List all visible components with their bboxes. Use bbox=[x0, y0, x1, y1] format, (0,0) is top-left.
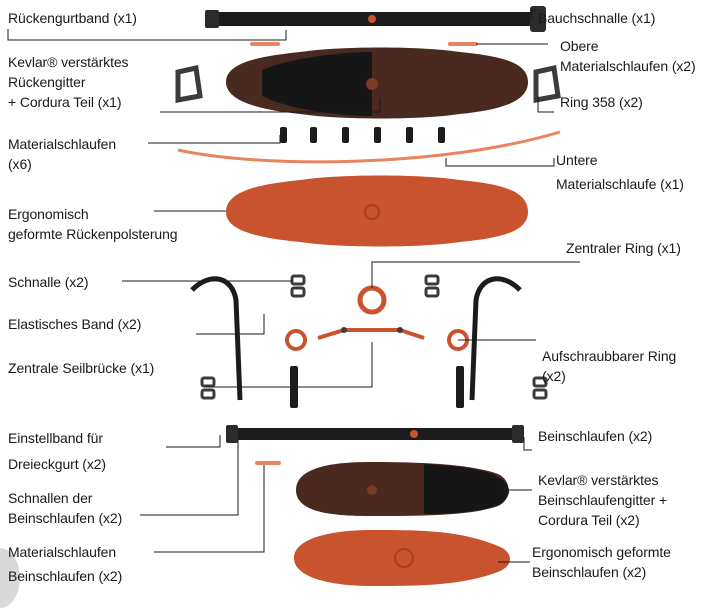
back-strap bbox=[205, 6, 546, 32]
label-central-ring: Zentraler Ring (x1) bbox=[566, 238, 681, 258]
label-back-padding: Ergonomisch geformte Rückenpolsterung bbox=[8, 204, 178, 244]
central-ring-icon bbox=[360, 288, 384, 312]
leg-material-loop bbox=[255, 461, 281, 465]
leg-buckle-icon bbox=[202, 378, 546, 398]
label-leg-material-loops: Materialschlaufen Beinschlaufen (x2) bbox=[8, 542, 122, 586]
kevlar-back-grid bbox=[226, 48, 528, 119]
label-material-loops: Materialschlaufen (x6) bbox=[8, 134, 116, 174]
label-ring-358: Ring 358 (x2) bbox=[560, 92, 643, 112]
label-leg-buckles: Schnallen der Beinschlaufen (x2) bbox=[8, 488, 122, 528]
label-kevlar-leg-grid: Kevlar® verstärktes Beinschlaufengitter … bbox=[538, 470, 667, 530]
label-leg-straps: Beinschlaufen (x2) bbox=[538, 426, 652, 446]
label-back-strap: Rückengurtband (x1) bbox=[8, 8, 137, 28]
ring-358-icon bbox=[536, 68, 558, 100]
label-elastic-band: Elastisches Band (x2) bbox=[8, 314, 141, 334]
screw-ring-icon bbox=[287, 331, 305, 349]
ring-358-icon bbox=[178, 68, 200, 100]
leg-strap bbox=[226, 425, 524, 443]
central-rope-bridge bbox=[318, 327, 424, 338]
label-buckle: Schnalle (x2) bbox=[8, 272, 88, 292]
label-leg-padding: Ergonomisch geformte Beinschlaufen (x2) bbox=[532, 542, 671, 582]
short-strap bbox=[456, 366, 464, 408]
label-kevlar-back-grid: Kevlar® verstärktes Rückengitter + Cordu… bbox=[8, 52, 128, 112]
label-upper-material-loops: Obere Materialschlaufen (x2) bbox=[560, 36, 696, 76]
label-adjustment-strap: Einstellband für Dreieckgurt (x2) bbox=[8, 428, 106, 474]
label-screw-ring: Aufschraubbarer Ring (x2) bbox=[542, 346, 676, 386]
leg-padding bbox=[294, 530, 510, 586]
elastic-band bbox=[472, 279, 520, 400]
back-padding bbox=[226, 176, 528, 247]
lower-material-loop bbox=[178, 132, 560, 162]
label-central-rope-bridge: Zentrale Seilbrücke (x1) bbox=[8, 358, 154, 378]
label-belly-buckle: Bauchschnalle (x1) bbox=[538, 8, 655, 28]
elastic-band bbox=[192, 279, 240, 400]
label-lower-material-loop: Untere Materialschlaufe (x1) bbox=[556, 150, 684, 194]
kevlar-leg-grid bbox=[296, 462, 509, 516]
upper-material-loop bbox=[448, 42, 478, 46]
material-loops-x6 bbox=[280, 127, 445, 143]
upper-material-loop bbox=[250, 42, 280, 46]
